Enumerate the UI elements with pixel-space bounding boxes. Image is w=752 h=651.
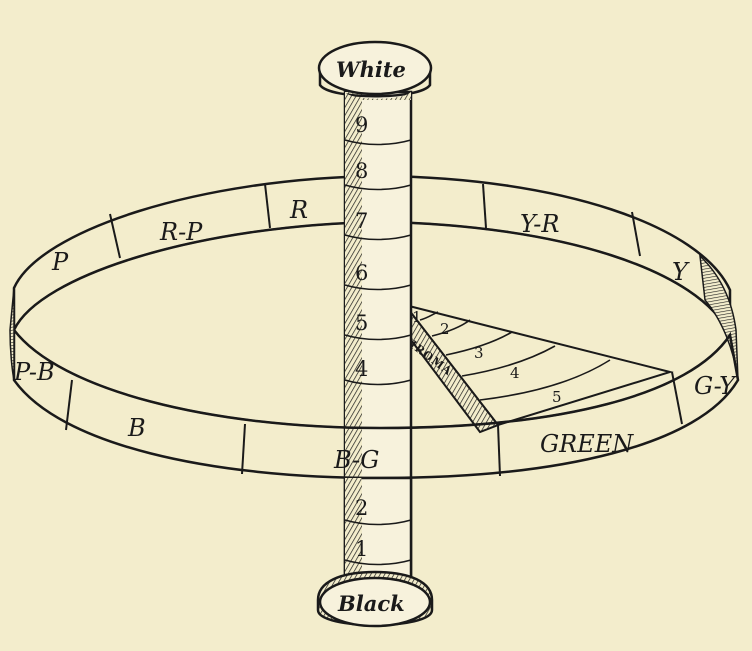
value-8: 8 bbox=[355, 159, 368, 183]
value-4: 4 bbox=[355, 357, 368, 381]
value-5: 5 bbox=[355, 311, 368, 335]
hue-ring-front bbox=[9, 287, 740, 480]
value-6: 6 bbox=[355, 261, 368, 285]
hue-label-green: GREEN bbox=[540, 430, 634, 458]
value-7: 7 bbox=[355, 209, 368, 233]
chroma-wedge: CHROMA 1 2 3 4 5 bbox=[388, 303, 674, 434]
hue-label-y: Y bbox=[672, 258, 690, 286]
black-label: Black bbox=[337, 591, 405, 616]
value-2-lower: 2 bbox=[355, 496, 368, 520]
hue-label-p: P bbox=[51, 248, 69, 276]
white-cap: White bbox=[317, 40, 433, 100]
hue-label-p-b: P-B bbox=[13, 358, 55, 386]
black-cap: Black bbox=[316, 570, 434, 628]
chroma-step-3: 3 bbox=[474, 344, 484, 362]
hue-label-g-y: G-Y bbox=[694, 372, 737, 400]
chroma-step-4: 4 bbox=[510, 364, 520, 382]
value-pole-lower: 2 1 bbox=[343, 476, 413, 582]
value-9: 9 bbox=[355, 113, 368, 137]
hue-label-r: R bbox=[289, 196, 308, 224]
value-1-lower: 1 bbox=[355, 537, 368, 561]
hue-label-b-g: B-G bbox=[333, 446, 379, 474]
chroma-step-1: 1 bbox=[412, 308, 422, 326]
chroma-step-2: 2 bbox=[440, 320, 450, 338]
hue-label-b: B bbox=[127, 414, 146, 442]
hue-label-r-p: R-P bbox=[159, 218, 203, 246]
white-label: White bbox=[336, 57, 406, 82]
hue-labels: P R-P R Y-R Y P-B B B-G GREEN G-Y bbox=[13, 196, 737, 474]
chroma-step-5: 5 bbox=[552, 388, 562, 406]
hue-label-y-r: Y-R bbox=[520, 210, 559, 238]
